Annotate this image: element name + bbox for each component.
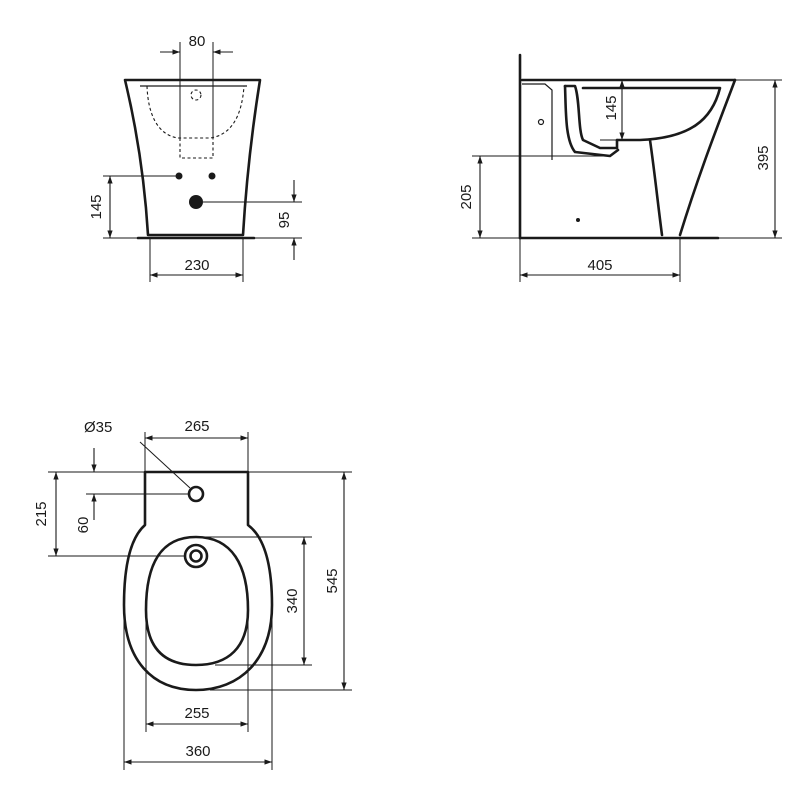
front-dim-95: 95: [276, 212, 293, 229]
side-bowl-interior: [581, 86, 722, 142]
top-dim-360: 360: [185, 743, 210, 760]
front-waste-outlet: [189, 195, 203, 209]
top-outer-outline: [122, 470, 274, 692]
top-dim-265: 265: [184, 418, 209, 435]
top-dim-340: 340: [284, 588, 301, 613]
side-dim-405: 405: [587, 257, 612, 274]
top-tap-hole: [187, 485, 205, 503]
front-tap-hole: [190, 89, 202, 101]
side-drain-outer: [563, 84, 620, 158]
side-dim-395: 395: [755, 145, 772, 170]
side-dim-205: 205: [458, 184, 475, 209]
side-back-contour: [522, 83, 553, 160]
top-dim-255: 255: [184, 705, 209, 722]
top-dim-545: 545: [324, 568, 341, 593]
top-drain-outer: [183, 543, 209, 569]
top-leader-diameter: [139, 441, 191, 489]
side-dim-145: 145: [603, 95, 620, 120]
front-hidden-drain: [179, 138, 214, 159]
side-pedestal: [648, 138, 664, 237]
side-drain-trap: [563, 84, 619, 150]
front-body-outline: [123, 78, 262, 237]
top-inner-bowl: [144, 535, 250, 667]
front-dim-145: 145: [88, 194, 105, 219]
top-dim-215: 215: [33, 501, 50, 526]
front-view: 80 230 145 95: [88, 33, 302, 282]
top-dim-diameter: Ø35: [84, 419, 112, 436]
side-fixing-hole: [537, 118, 545, 126]
side-floor-fixing: [576, 218, 580, 222]
side-view: 145 395 205 405: [458, 53, 782, 282]
front-fixing-right: [208, 172, 216, 180]
front-dim-230: 230: [184, 257, 209, 274]
front-dim-80: 80: [189, 33, 206, 50]
side-front-profile: [678, 78, 737, 237]
top-drain-inner: [189, 549, 203, 563]
top-dim-60: 60: [75, 517, 92, 534]
front-hidden-bowl: [146, 85, 245, 139]
top-view: Ø35 265 215 60 340 545 255: [33, 418, 352, 770]
